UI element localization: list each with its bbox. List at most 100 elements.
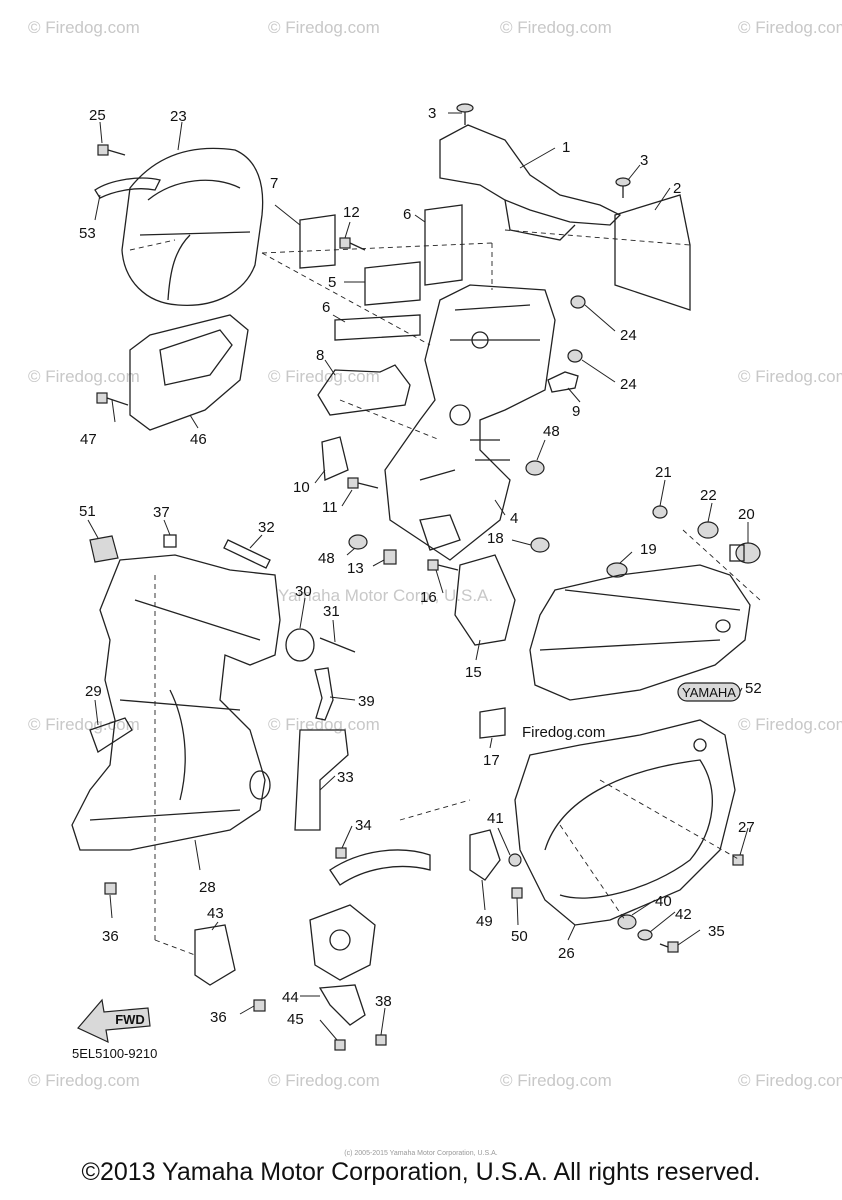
callout-label: 21 bbox=[655, 464, 672, 481]
watermark: © Firedog.com bbox=[268, 715, 380, 734]
callout-label: 18 bbox=[487, 530, 504, 547]
watermark: © Firedog.com bbox=[500, 1071, 612, 1090]
callout-label: 29 bbox=[85, 683, 102, 700]
callout-label: 15 bbox=[465, 664, 482, 681]
part-20-key-switch bbox=[729, 542, 761, 564]
watermark: © Firedog.com bbox=[738, 367, 842, 386]
part-46-cover bbox=[129, 314, 249, 431]
part-12-bolt bbox=[339, 237, 351, 249]
watermark: © Firedog.com bbox=[738, 18, 842, 37]
part-32-rod bbox=[223, 539, 271, 569]
small-credit: (c) 2005-2015 Yamaha Motor Corporation, … bbox=[344, 1150, 498, 1157]
watermark: © Firedog.com bbox=[738, 715, 842, 734]
part-18-grommet bbox=[530, 537, 550, 553]
part-34-bolt bbox=[335, 847, 347, 859]
callout-label: 24 bbox=[620, 327, 637, 344]
part-44-bracket bbox=[318, 984, 366, 1026]
part-38-bolt bbox=[375, 1034, 387, 1046]
callout-label: 25 bbox=[89, 107, 106, 124]
part-22-nut bbox=[697, 521, 719, 539]
part-7-pad bbox=[299, 214, 336, 269]
callout-label: 8 bbox=[316, 347, 324, 364]
callout-label: 34 bbox=[355, 817, 372, 834]
part-27-bolt bbox=[732, 854, 744, 866]
part-2-plate bbox=[614, 194, 691, 311]
callout-label: 1 bbox=[562, 139, 570, 156]
part-3-rivet bbox=[456, 103, 474, 125]
callout-label: 24 bbox=[620, 376, 637, 393]
callout-label: 2 bbox=[673, 180, 681, 197]
callout-label: 39 bbox=[358, 693, 375, 710]
callout-label: 49 bbox=[476, 913, 493, 930]
callout-label: 11 bbox=[322, 499, 338, 516]
part-35-bolt bbox=[659, 941, 679, 953]
svg-text:FWD: FWD bbox=[115, 1012, 145, 1027]
part-31-screw bbox=[319, 637, 356, 653]
callout-label: 9 bbox=[572, 403, 580, 420]
part-15-bracket bbox=[454, 554, 516, 646]
callout-label: 6 bbox=[403, 206, 411, 223]
callout-label: 33 bbox=[337, 769, 354, 786]
watermark: © Firedog.com bbox=[268, 18, 380, 37]
callout-label: 7 bbox=[270, 175, 278, 192]
callouts: 1 2 3 3 4 5 6 6 7 8 9 10 11 12 13 15 16 … bbox=[79, 105, 762, 1028]
part-36-bolt bbox=[253, 999, 266, 1012]
part-9-clip bbox=[547, 371, 579, 393]
part-40-grommet bbox=[617, 914, 637, 930]
part-23-cover bbox=[121, 147, 264, 306]
watermark: © Firedog.com bbox=[500, 18, 612, 37]
watermark-layer: © Firedog.com © Firedog.com © Firedog.co… bbox=[28, 18, 842, 1090]
svg-text:YAMAHA: YAMAHA bbox=[682, 685, 736, 700]
callout-label: 19 bbox=[640, 541, 657, 558]
callout-label: 36 bbox=[210, 1009, 227, 1026]
part-13-clip bbox=[383, 549, 397, 565]
callout-label: 47 bbox=[80, 431, 97, 448]
part-30-gasket bbox=[285, 628, 315, 662]
callout-label: 37 bbox=[153, 504, 170, 521]
fwd-arrow-icon: FWD bbox=[77, 998, 151, 1044]
callout-label: 16 bbox=[420, 589, 437, 606]
callout-label: 40 bbox=[655, 893, 672, 910]
callout-label: 46 bbox=[190, 431, 207, 448]
callout-label: 50 bbox=[511, 928, 528, 945]
part-48-grommet bbox=[348, 534, 368, 550]
callout-label: 6 bbox=[322, 299, 330, 316]
callout-label: 36 bbox=[102, 928, 119, 945]
exhaust-pipe bbox=[329, 849, 431, 886]
part-43-bracket bbox=[194, 924, 236, 986]
watermark: © Firedog.com bbox=[268, 1071, 380, 1090]
callout-label: 53 bbox=[79, 225, 96, 242]
part-5-plate bbox=[364, 261, 421, 306]
callout-label: 48 bbox=[543, 423, 560, 440]
yamaha-watermark: Yamaha Motor Corp., U.S.A. bbox=[278, 586, 493, 605]
part-24-grommet bbox=[567, 349, 583, 363]
part-51-block bbox=[89, 535, 119, 563]
callout-label: 4 bbox=[510, 510, 518, 527]
callout-label: 41 bbox=[487, 810, 504, 827]
callout-label: 42 bbox=[675, 906, 692, 923]
callout-label: 28 bbox=[199, 879, 216, 896]
part-45-bolt bbox=[334, 1039, 346, 1051]
callout-label: 3 bbox=[428, 105, 436, 122]
callout-label: 12 bbox=[343, 204, 360, 221]
part-48-grommet bbox=[525, 460, 545, 476]
callout-label: 48 bbox=[318, 550, 335, 567]
copyright-notice: ©2013 Yamaha Motor Corporation, U.S.A. A… bbox=[81, 1158, 761, 1186]
leader-lines bbox=[87, 112, 761, 1041]
part-8-bracket bbox=[317, 364, 411, 416]
callout-label: 31 bbox=[323, 603, 340, 620]
part-28-frame bbox=[71, 554, 281, 851]
part-53-band bbox=[94, 177, 161, 199]
watermark: © Firedog.com bbox=[28, 715, 140, 734]
callout-label: 32 bbox=[258, 519, 275, 536]
firedog-inline-text: Firedog.com bbox=[522, 724, 605, 741]
part-25-bolt bbox=[97, 144, 126, 156]
callout-label: 35 bbox=[708, 923, 725, 940]
part-17-pad bbox=[479, 707, 506, 739]
figure-code: 5EL5100-9210 bbox=[72, 1046, 157, 1061]
callout-label: 44 bbox=[282, 989, 299, 1006]
part-4-frame bbox=[384, 284, 556, 561]
callout-label: 26 bbox=[558, 945, 575, 962]
part-50-bolt bbox=[511, 887, 523, 899]
